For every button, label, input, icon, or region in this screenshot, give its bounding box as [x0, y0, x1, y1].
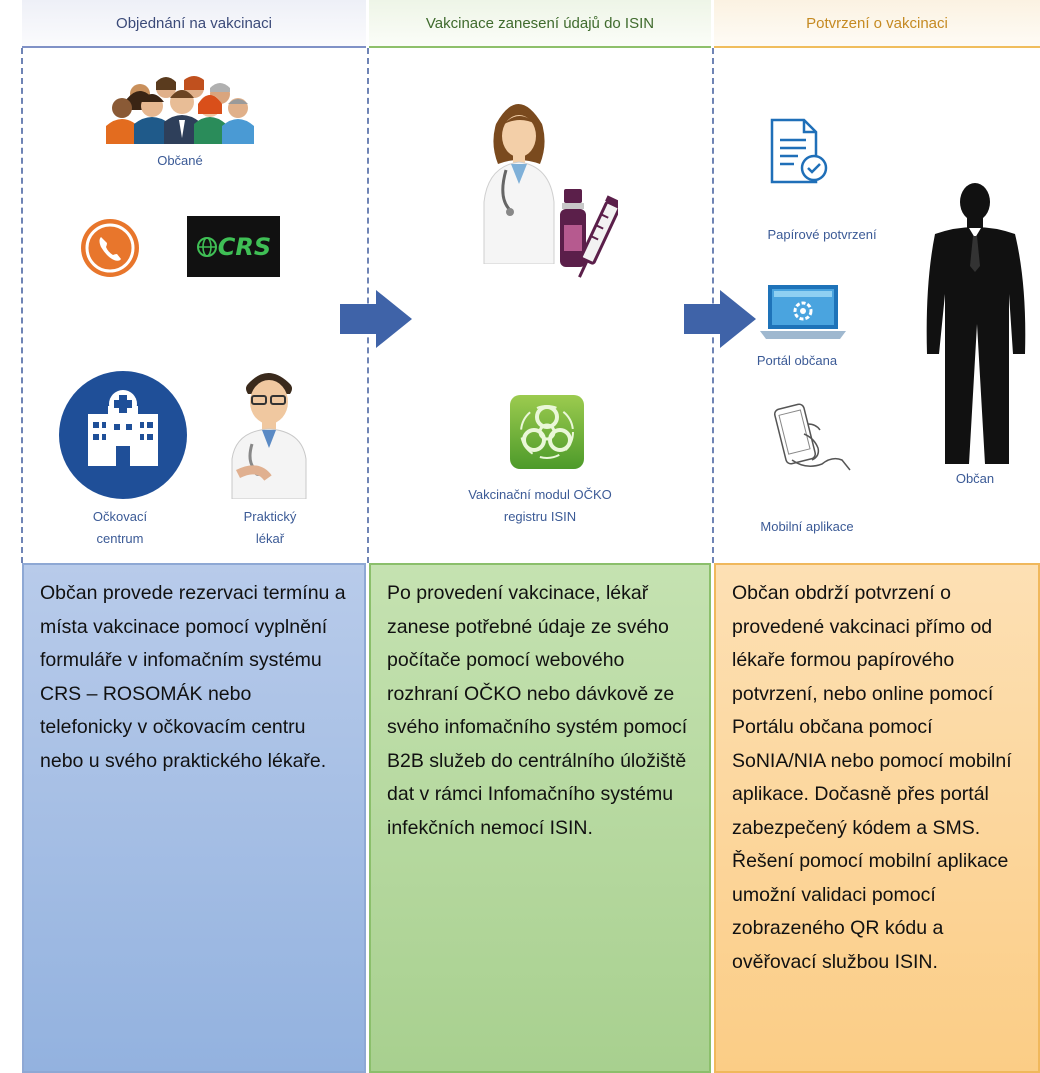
isin-module-label: Vakcinační modul OČKO registru ISIN: [468, 487, 612, 524]
doctor-male-icon: [231, 373, 307, 499]
citizen-label: Občan: [955, 471, 995, 486]
mobile-phone-hand-icon: [773, 403, 851, 471]
arrow-right-icon: [340, 290, 412, 348]
header-confirmation: Potvrzení o vakcinaci: [714, 0, 1040, 48]
header-booking: Objednání na vakcinaci: [22, 0, 366, 48]
general-practitioner-label: Praktický lékař: [243, 509, 297, 546]
citizens-label: Občané: [157, 153, 203, 168]
paper-document-icon: [770, 118, 828, 184]
citizen-portal-label: Portál občana: [756, 353, 838, 368]
citizens-group-icon: [106, 76, 254, 144]
hospital-icon: [59, 371, 187, 499]
header-vaccination: Vakcinace zanesení údajů do ISIN: [369, 0, 711, 48]
panel-confirmation-description: Občan obdrží potvrzení o provedené vakci…: [714, 563, 1040, 1073]
vaccine-vial-syringe-icon: [560, 189, 618, 278]
arrow-right-icon-2: [684, 290, 756, 348]
phone-icon: [81, 219, 139, 277]
crs-logo: CRS: [187, 216, 280, 277]
biohazard-app-icon: [510, 395, 584, 469]
citizen-silhouette-icon: [926, 183, 1026, 464]
divider-left: [21, 48, 23, 563]
laptop-portal-icon: [760, 285, 846, 339]
panel-vaccination-description: Po provedení vakcinace, lékař zanese pot…: [369, 563, 711, 1073]
globe-icon: [196, 236, 217, 257]
paper-confirmation-label: Papírové potvrzení: [767, 227, 877, 242]
crs-logo-text: CRS: [217, 232, 272, 261]
mobile-app-label: Mobilní aplikace: [760, 519, 854, 534]
panel-booking-description: Občan provede rezervaci termínu a místa …: [22, 563, 366, 1073]
female-doctor-icon: [483, 104, 555, 264]
vaccination-center-label: Očkovací centrum: [92, 509, 148, 546]
